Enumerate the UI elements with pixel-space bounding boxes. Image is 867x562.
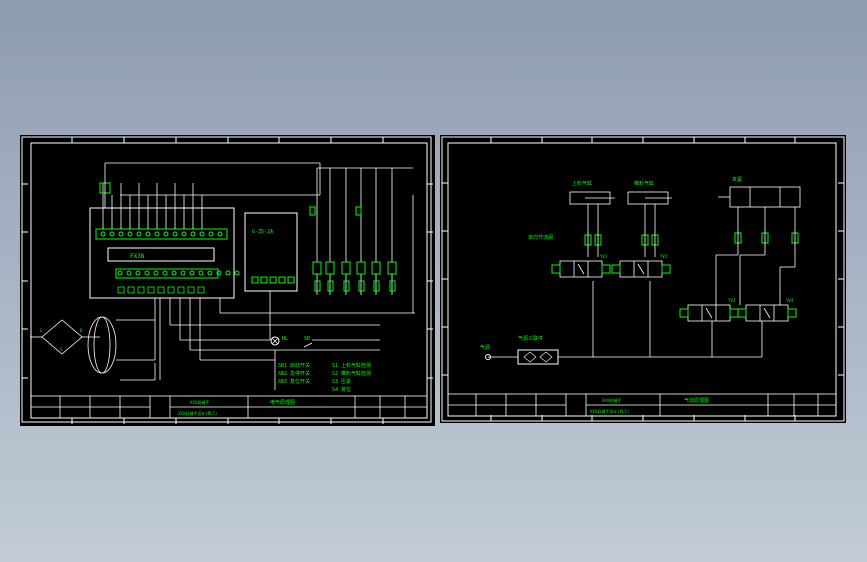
solenoid-valve xyxy=(611,260,671,278)
legend-right-item: S1 上料气缸检测 xyxy=(332,362,371,369)
cylinder-label: 夹紧 xyxy=(732,176,742,183)
title-block-left xyxy=(30,395,428,419)
svg-text:G: G xyxy=(40,328,43,333)
cylinder-label: 推料气缸 xyxy=(634,180,654,187)
title-drawing-name-right: 气动原理图 xyxy=(684,397,709,404)
plc-model-label: FX3N xyxy=(130,253,145,260)
legend-left-item: SB1 启动开关 xyxy=(278,362,310,369)
frl-label: 气源三联件 xyxy=(518,335,543,342)
svg-text:D: D xyxy=(80,328,83,333)
timer-module xyxy=(244,212,298,292)
title-drawing-name: 电气原理图 xyxy=(270,399,295,406)
title-subtitle-right: XXX机械手设计(PLC) xyxy=(590,408,629,414)
switch-label: SB xyxy=(304,336,310,342)
frl-unit xyxy=(517,349,559,365)
lamp-label: HL xyxy=(282,336,288,342)
solenoid-valve xyxy=(679,304,739,322)
air-source-label: 气源 xyxy=(480,344,490,351)
solenoid-valve xyxy=(737,304,797,322)
valve-label: YV1 xyxy=(600,254,608,259)
title-project-right: XXX机械手 xyxy=(602,397,621,403)
valve-label: YV4 xyxy=(786,298,794,303)
legend-right-item: S3 压紧 xyxy=(332,378,351,385)
cylinder-clamp xyxy=(729,186,801,208)
solenoid-valve xyxy=(551,260,611,278)
valve-label: YV3 xyxy=(728,298,736,303)
title-project: XXX机械手 xyxy=(190,399,209,405)
electrical-drawing-sheet: FX3N G-Z5-2A xyxy=(20,135,435,426)
throttle-valve-label: 单向节流阀 xyxy=(528,234,553,241)
indicator-lamp xyxy=(270,336,280,346)
valve-label: YV2 xyxy=(660,254,668,259)
timer-label: G-Z5-2A xyxy=(252,229,273,235)
plc-module xyxy=(89,207,235,299)
legend-left-item: SB2 急停开关 xyxy=(278,370,310,377)
svg-text:S: S xyxy=(60,347,63,352)
legend-right-item: S2 推料气缸检测 xyxy=(332,370,371,377)
title-block-right xyxy=(447,393,837,417)
cylinder-label: 上料气缸 xyxy=(572,180,592,187)
legend-right-item: S4 复位 xyxy=(332,386,351,393)
title-subtitle: XXX机械手设计(PLC) xyxy=(178,410,217,416)
electrical-schematic: FX3N G-Z5-2A xyxy=(21,136,433,424)
bridge-rectifier xyxy=(30,298,156,381)
legend-left-item: SB3 复位开关 xyxy=(278,378,310,385)
air-source-symbol xyxy=(485,354,491,360)
